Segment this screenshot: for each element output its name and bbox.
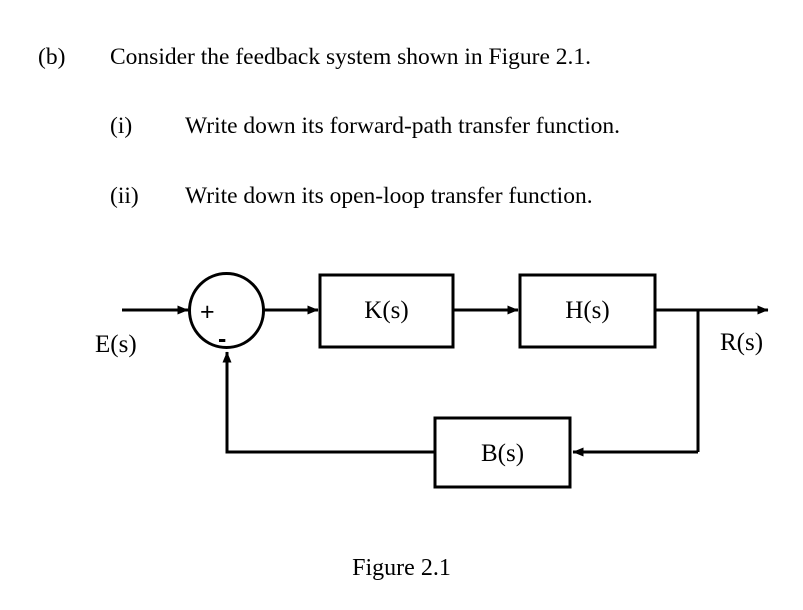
output-label-R: R(s) (720, 329, 764, 356)
figure-caption: Figure 2.1 (352, 555, 451, 581)
input-label-E: E(s) (95, 331, 137, 358)
block-label-K: K(s) (364, 297, 409, 324)
feedback-return-line (222, 351, 435, 454)
question-part-b: (b) Consider the feedback system shown i… (38, 44, 591, 71)
question-text-i: Write down its forward-path transfer fun… (185, 113, 620, 139)
question-marker-i: (i) (110, 113, 133, 139)
question-marker-ii: (ii) (110, 183, 139, 209)
question-text-b: Consider the feedback system shown in Fi… (110, 44, 592, 70)
block-label-B: B(s) (480, 440, 525, 467)
question-part-i: (i) Write down its forward-path transfer… (110, 113, 620, 140)
block-label-H: H(s) (565, 297, 610, 324)
question-text-ii: Write down its open-loop transfer functi… (185, 183, 593, 209)
summing-junction-plus-sign: + (200, 298, 215, 326)
question-part-ii: (ii) Write down its open-loop transfer f… (110, 183, 593, 210)
summing-junction-circle (188, 272, 265, 349)
question-marker-b: (b) (38, 44, 66, 70)
summing-junction-minus-sign: - (218, 325, 227, 353)
